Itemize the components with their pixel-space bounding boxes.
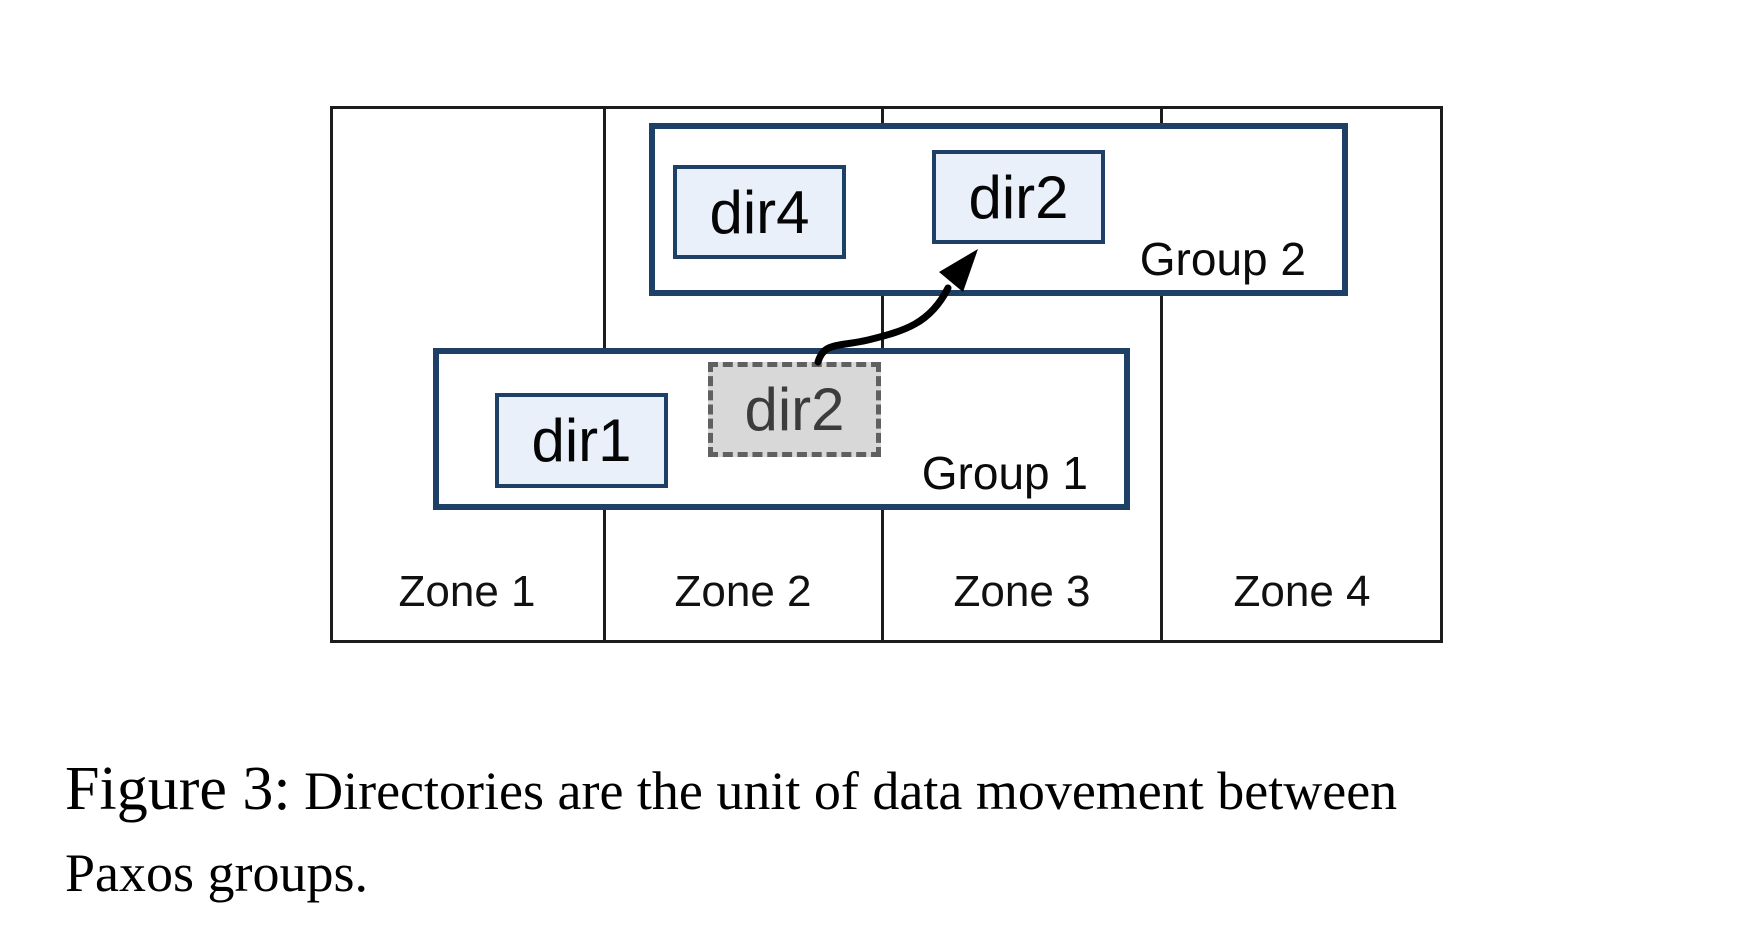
dir2-source-box-dashed: dir2 — [708, 362, 881, 457]
dir1-box: dir1 — [495, 393, 668, 488]
zone-2-label: Zone 2 — [674, 567, 812, 616]
group-1-label: Group 1 — [921, 447, 1088, 499]
group-2-label: Group 2 — [1139, 233, 1306, 285]
dir4-box: dir4 — [673, 165, 846, 259]
zone-4-label: Zone 4 — [1233, 567, 1371, 616]
figure-caption: Figure 3: Directories are the unit of da… — [65, 748, 1725, 914]
figure-caption-label: Figure 3: — [65, 755, 291, 823]
zone-1-label: Zone 1 — [398, 567, 536, 616]
dir2-destination-box: dir2 — [932, 150, 1105, 244]
zone-divider-3 — [1160, 106, 1163, 643]
figure-caption-line1: Directories are the unit of data movemen… — [304, 761, 1398, 821]
figure-caption-line2: Paxos groups. — [65, 843, 369, 903]
zone-3-label: Zone 3 — [953, 567, 1091, 616]
